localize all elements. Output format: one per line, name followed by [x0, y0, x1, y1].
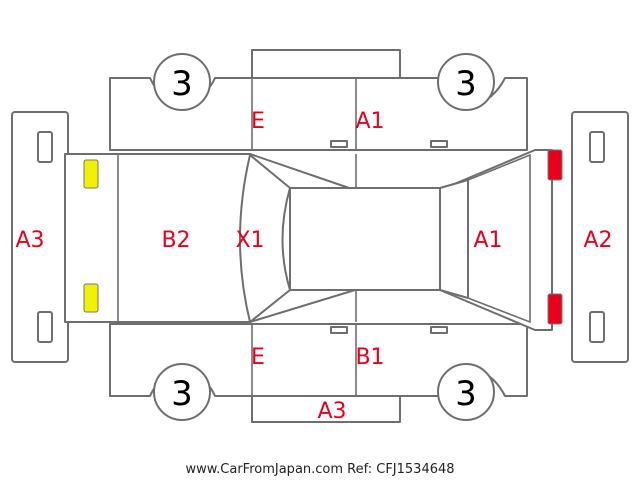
tire-front-right: 3: [153, 363, 211, 421]
tire-rear-left-code: 3: [455, 64, 477, 104]
rear-lights: [547, 149, 563, 325]
tire-rear-left: 3: [437, 53, 495, 111]
rear-light-upper: [547, 149, 563, 181]
tire-front-left: 3: [153, 53, 211, 111]
rear-bumper: [571, 111, 629, 363]
tire-front-left-code: 3: [171, 64, 193, 104]
tire-rear-right: 3: [437, 363, 495, 421]
front-light-upper: [83, 159, 99, 189]
code-rear-right-door: B1: [355, 345, 384, 370]
code-rear-window: A1: [473, 228, 502, 253]
tire-front-right-code: 3: [171, 374, 193, 414]
watermark-text: www.CarFromJapan.com Ref: CFJ1534648: [185, 462, 454, 477]
rear-window: [439, 179, 469, 299]
code-hood: B2: [161, 228, 190, 253]
code-front-bumper: A3: [15, 228, 44, 253]
front-lights: [83, 159, 99, 313]
code-right-side-sill: A3: [317, 399, 346, 424]
front-light-lower: [83, 283, 99, 313]
code-rear-bumper: A2: [583, 228, 612, 253]
rear-light-lower: [547, 293, 563, 325]
code-front-left-door: E: [251, 109, 265, 134]
car-body-top-view: [64, 149, 553, 331]
windshield: [239, 154, 291, 323]
code-windshield: X1: [235, 228, 264, 253]
code-front-right-door: E: [251, 345, 265, 370]
roof: [289, 187, 441, 291]
left-side-body: [109, 49, 528, 151]
code-rear-left-door: A1: [355, 109, 384, 134]
tire-rear-right-code: 3: [455, 374, 477, 414]
